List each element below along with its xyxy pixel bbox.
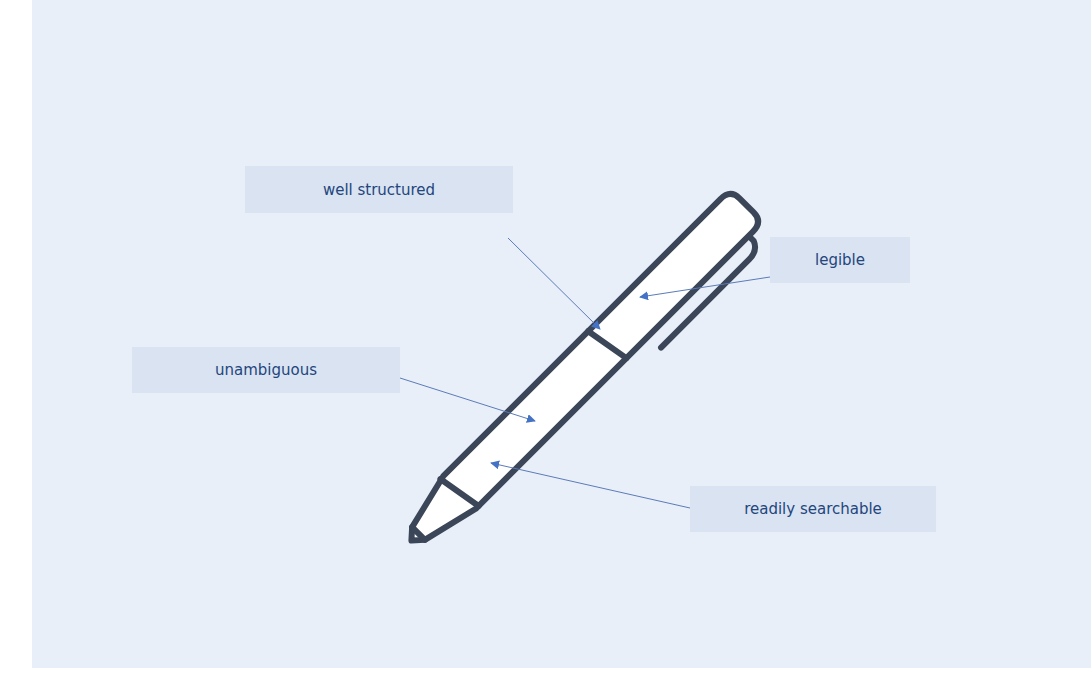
callout-label: unambiguous <box>215 361 317 379</box>
callout-label: readily searchable <box>744 500 882 518</box>
callout-label: well structured <box>323 181 435 199</box>
callout-box: well structured <box>245 166 513 213</box>
leader-lines <box>400 238 770 508</box>
callout-box: unambiguous <box>132 347 400 393</box>
leader-line <box>508 238 600 329</box>
pen-tip <box>412 527 425 540</box>
background-panel <box>32 0 1091 668</box>
pen-band <box>440 473 478 511</box>
callout-box: readily searchable <box>690 486 936 532</box>
leader-line <box>491 463 690 508</box>
callout-label: legible <box>815 251 865 269</box>
pen-band <box>588 326 626 364</box>
leader-line <box>400 378 535 421</box>
leader-line <box>640 277 770 297</box>
callout-box: legible <box>770 237 910 283</box>
